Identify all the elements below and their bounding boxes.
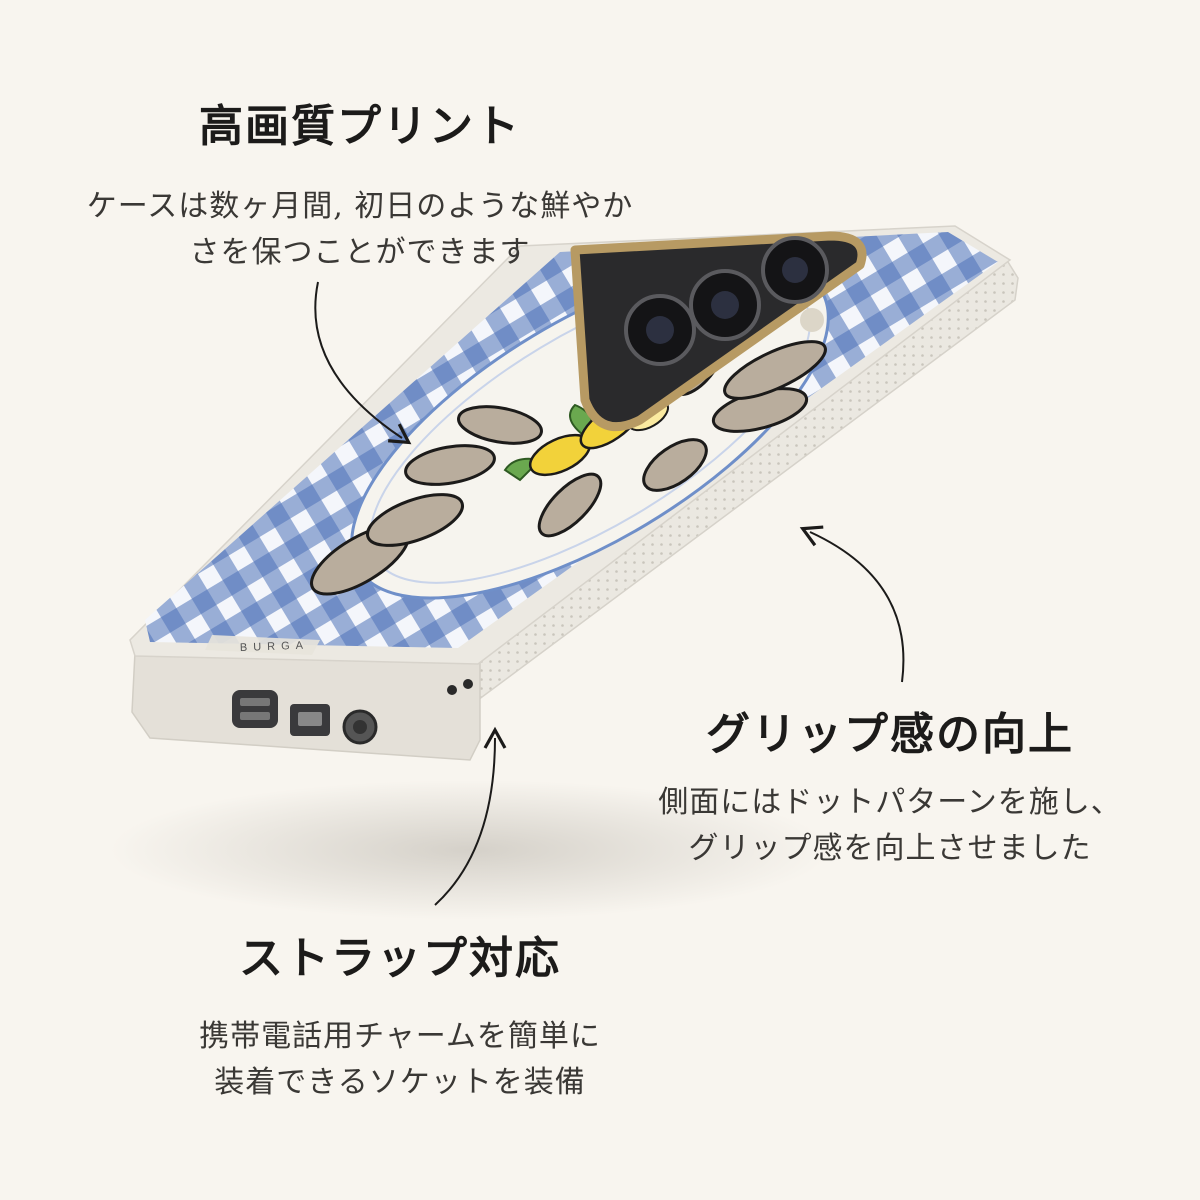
feature-strap-support: ストラップ対応 携帯電話用チャームを簡単に 装着できるソケットを装備 [100,922,700,1106]
feature-strap-desc-2: 装着できるソケットを装備 [214,1065,586,1100]
feature-print-title: 高画質プリント [199,101,521,152]
camera-module [570,231,867,432]
arrow-print-icon [314,281,412,445]
feature-grip-title: グリップ感の向上 [706,709,1074,760]
feature-grip-desc-2: グリップ感を向上させました [688,831,1092,866]
case-shadow [110,780,830,920]
feature-strap-desc-1: 携帯電話用チャームを簡単に [199,1019,601,1054]
arrow-grip-icon [799,525,905,683]
brand-logo: BURGA [205,635,320,655]
svg-text:BURGA: BURGA [240,640,310,654]
case-ports [232,679,473,745]
feature-print-desc-2: さを保つことができます [189,235,531,270]
feature-grip-desc-1: 側面にはドットパターンを施し、 [658,785,1122,820]
feature-print-desc-1: ケースは数ヶ月間, 初日のような鮮やか [86,189,634,224]
speaker-port [232,690,278,728]
feature-improved-grip: グリップ感の向上 側面にはドットパターンを施し、 グリップ感を向上させました [600,698,1180,872]
arrow-strap-icon [434,726,507,906]
feature-strap-title: ストラップ対応 [239,933,561,984]
feature-high-quality-print: 高画質プリント ケースは数ヶ月間, 初日のような鮮やか さを保つことができます [40,90,680,276]
